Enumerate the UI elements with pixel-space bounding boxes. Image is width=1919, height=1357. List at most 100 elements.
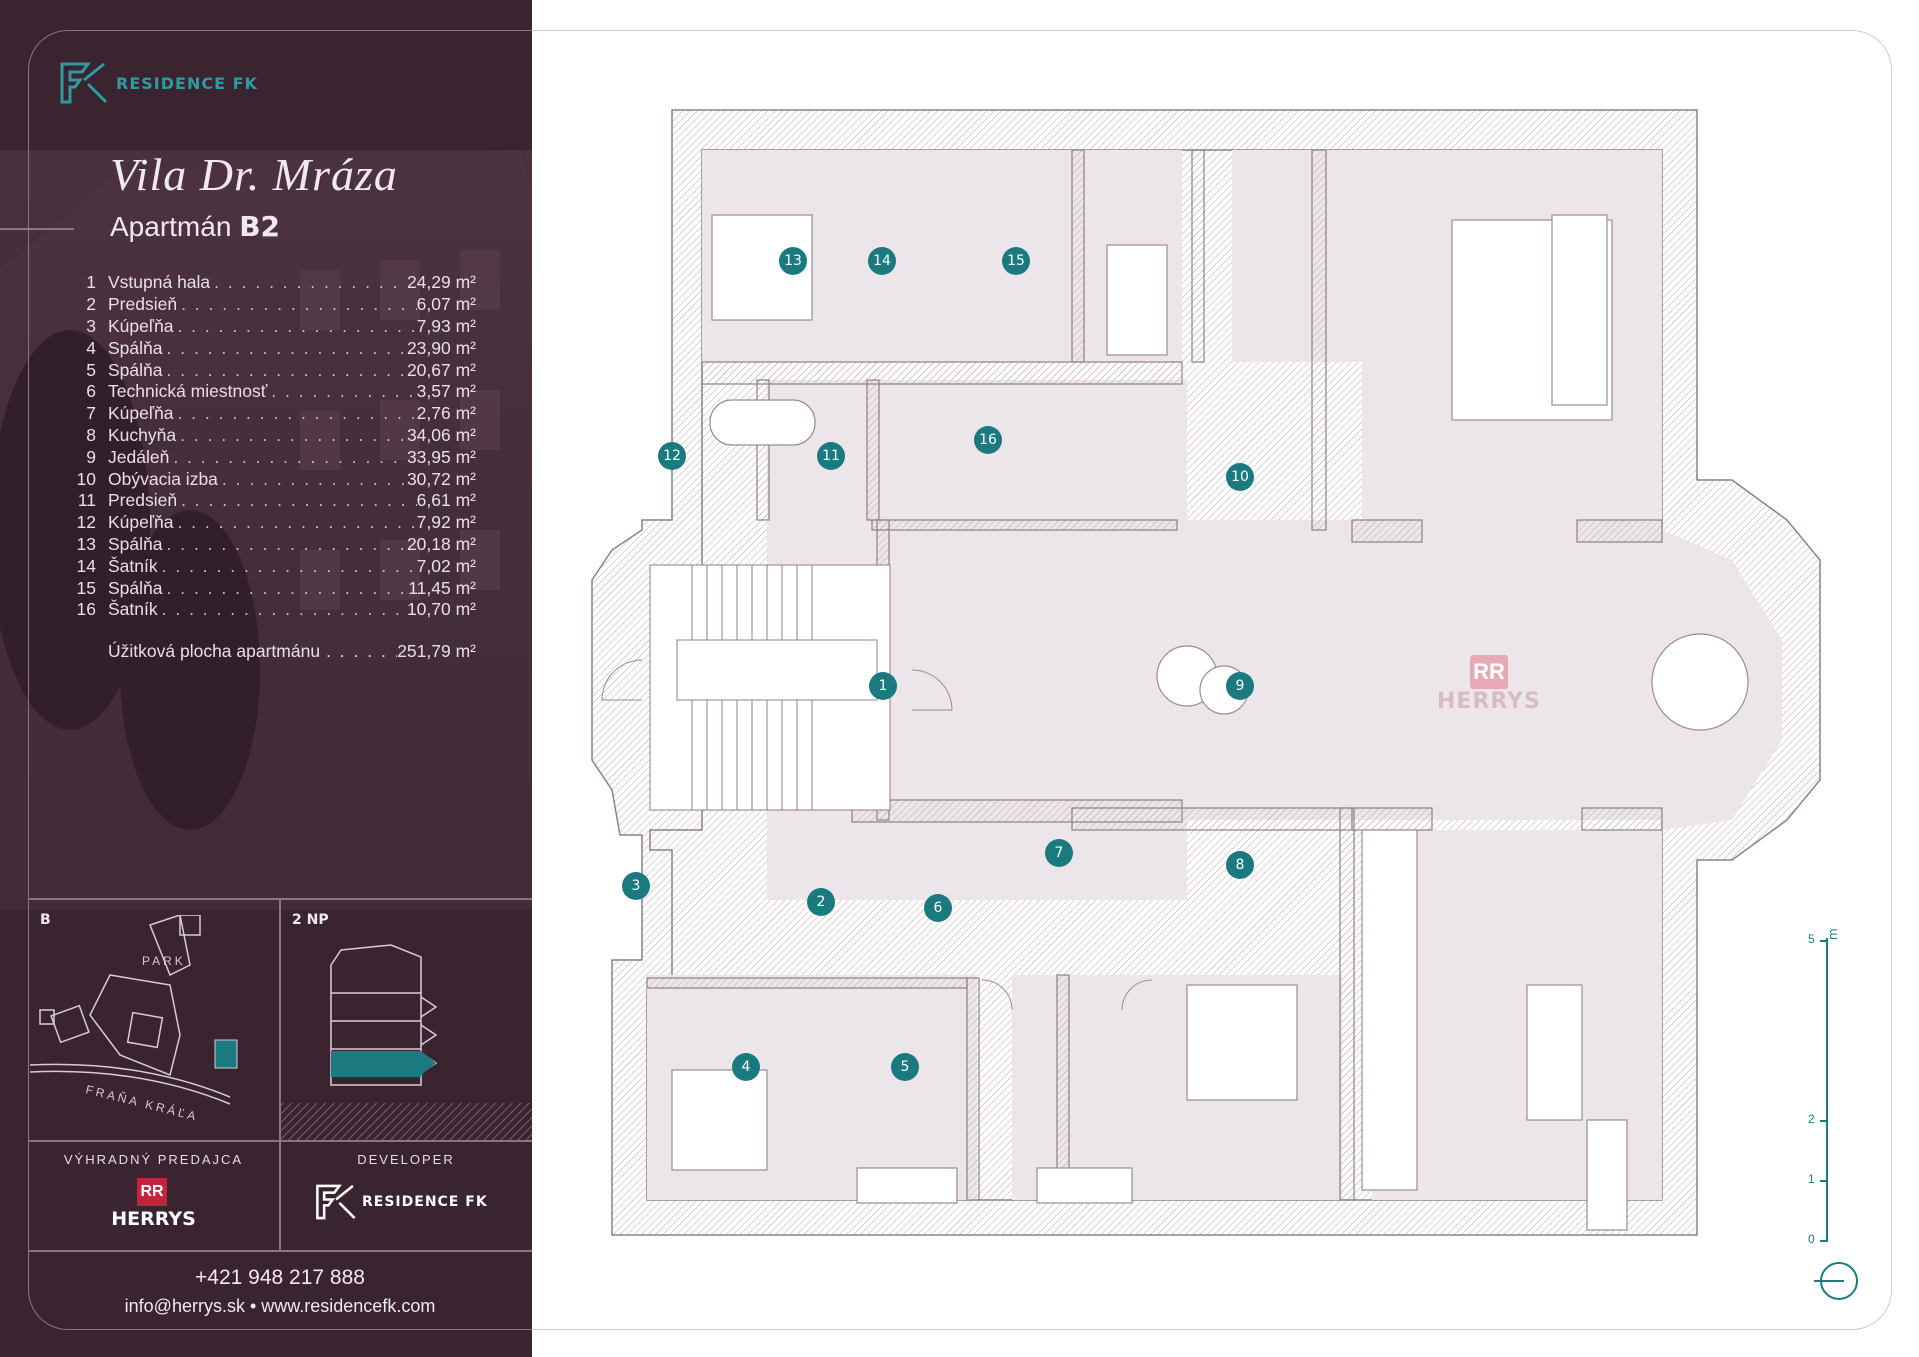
- room-area: 33,95 m²: [406, 446, 476, 467]
- north-arrow-icon: [1814, 1262, 1858, 1300]
- floor-indicator: [281, 944, 532, 1140]
- room-badge[interactable]: 13: [779, 247, 807, 275]
- divider: [279, 898, 281, 1250]
- scale-tick: [1820, 1120, 1828, 1122]
- room-name: Predsieň: [108, 294, 178, 315]
- room-number: 16: [76, 599, 96, 620]
- fk-logo-icon: [60, 62, 108, 104]
- developer-caption: DEVELOPER: [357, 1152, 455, 1167]
- room-area: 11,45 m²: [408, 577, 476, 598]
- page-title: Vila Dr. Mráza: [110, 149, 398, 200]
- brand-name: RESIDENCE FK: [116, 73, 258, 93]
- herrys-logo-icon: RR: [137, 1178, 167, 1206]
- room-leader: . . . . . . . . . . . . . . . . . . . . …: [214, 272, 407, 293]
- room-number: 7: [86, 403, 96, 424]
- room-number: 2: [86, 294, 96, 315]
- total-area-row: Úžitková plocha apartmánu . . . . . . . …: [108, 641, 476, 662]
- room-row: 10 Obývacia izba. . . . . . . . . . . . .…: [70, 468, 476, 490]
- room-area: 2,76 m²: [416, 403, 476, 424]
- room-badge[interactable]: 8: [1226, 851, 1254, 879]
- background-photo: [0, 150, 532, 910]
- room-leader: . . . . . . . . . . . . . . . . . . . . …: [271, 381, 416, 402]
- plan-frame: [532, 30, 1892, 1330]
- room-name: Technická miestnosť: [108, 381, 268, 402]
- room-number: 5: [86, 359, 96, 380]
- total-label: Úžitková plocha apartmánu: [108, 641, 321, 661]
- floor-plan: [591, 109, 1821, 1236]
- room-badge[interactable]: 4: [732, 1053, 760, 1081]
- room-name: Spálňa: [108, 533, 163, 554]
- room-leader: . . . . . . . . . . . . . . . . . . . . …: [161, 599, 407, 620]
- room-name: Spálňa: [108, 577, 163, 598]
- room-badge[interactable]: 12: [658, 442, 686, 470]
- developer-name: RESIDENCE FK: [362, 1194, 488, 1210]
- watermark-logo-icon: RR: [1469, 655, 1508, 689]
- scale-tick-label: 5: [1808, 932, 1815, 946]
- room-row: 6 Technická miestnosť. . . . . . . . . . …: [70, 381, 476, 403]
- room-name: Kúpeľňa: [108, 315, 174, 336]
- dealer-name: HERRYS: [111, 1208, 196, 1230]
- room-badge[interactable]: 16: [974, 426, 1002, 454]
- contact-email-web[interactable]: info@herrys.sk • www.residencefk.com: [124, 1296, 436, 1316]
- room-badge[interactable]: 1: [869, 672, 897, 700]
- room-leader: . . . . . . . . . . . . . . . . . . . . …: [166, 337, 407, 358]
- room-leader: . . . . . . . . . . . . . . . . . . . . …: [177, 512, 416, 533]
- room-badge[interactable]: 7: [1045, 839, 1073, 867]
- room-number: 12: [76, 512, 96, 533]
- room-badge[interactable]: 3: [622, 872, 650, 900]
- room-leader: . . . . . . . . . . . . . . . . . . . . …: [221, 468, 407, 489]
- room-number: 9: [86, 446, 96, 467]
- brand-logo: RESIDENCE FK: [58, 60, 258, 106]
- room-area: 30,72 m²: [406, 468, 476, 489]
- room-area: 7,93 m²: [416, 315, 476, 336]
- room-badge[interactable]: 6: [924, 894, 952, 922]
- room-leader: . . . . . . . . . . . . . . . . . . . . …: [166, 577, 409, 598]
- room-leader: . . . . . . . . . . . . . . . . . . . . …: [173, 446, 407, 467]
- room-leader: . . . . . . . . . . . . . . . . . . . . …: [166, 533, 407, 554]
- contact-phone[interactable]: +421 948 217 888: [195, 1266, 365, 1289]
- room-number: 6: [86, 381, 96, 402]
- room-badge[interactable]: 2: [807, 888, 835, 916]
- room-number: 14: [76, 555, 96, 576]
- room-badge[interactable]: 9: [1226, 672, 1254, 700]
- room-area: 34,06 m²: [406, 424, 476, 445]
- scale-tick: [1820, 1240, 1828, 1242]
- room-area: 23,90 m²: [406, 337, 476, 358]
- park-label: PARK: [142, 954, 186, 968]
- room-badge[interactable]: 14: [868, 247, 896, 275]
- room-leader: . . . . . . . . . . . . . . . . . . . . …: [177, 403, 416, 424]
- scale-tick: [1820, 940, 1828, 942]
- room-name: Vstupná hala: [108, 272, 211, 293]
- watermark-text: HERRYS: [1437, 689, 1541, 714]
- room-number: 11: [77, 490, 96, 511]
- room-badge[interactable]: 10: [1226, 463, 1254, 491]
- room-name: Spálňa: [108, 359, 163, 380]
- room-row: 5 Spálňa. . . . . . . . . . . . . . . . .…: [70, 359, 476, 381]
- room-number: 8: [86, 424, 96, 445]
- apartment-prefix: Apartmán: [110, 211, 232, 242]
- room-name: Jedáleň: [108, 446, 170, 467]
- room-name: Obývacia izba: [108, 468, 218, 489]
- scale-tick-label: 2: [1808, 1112, 1815, 1126]
- room-badge[interactable]: 11: [817, 442, 845, 470]
- floor-label: 2 NP: [292, 912, 329, 928]
- divider: [28, 1250, 532, 1252]
- room-number: 10: [76, 468, 96, 489]
- room-badge[interactable]: 15: [1002, 247, 1030, 275]
- room-area: 6,07 m²: [416, 294, 476, 315]
- floor-plan-area: 1 2 3 4 5 6 7 8 9 10 11 12 13 14 15 16 R…: [532, 0, 1919, 1357]
- room-row: 2 Predsieň. . . . . . . . . . . . . . . .…: [70, 294, 476, 316]
- room-area: 6,61 m²: [416, 490, 476, 511]
- room-leader: . . . . . . . . . . . . . . . . . . . . …: [166, 359, 407, 380]
- apartment-subtitle: Apartmán B2: [110, 210, 280, 243]
- room-leader: . . . . . . . . . . . . . . . . . . . . …: [181, 294, 417, 315]
- room-badge[interactable]: 5: [891, 1053, 919, 1081]
